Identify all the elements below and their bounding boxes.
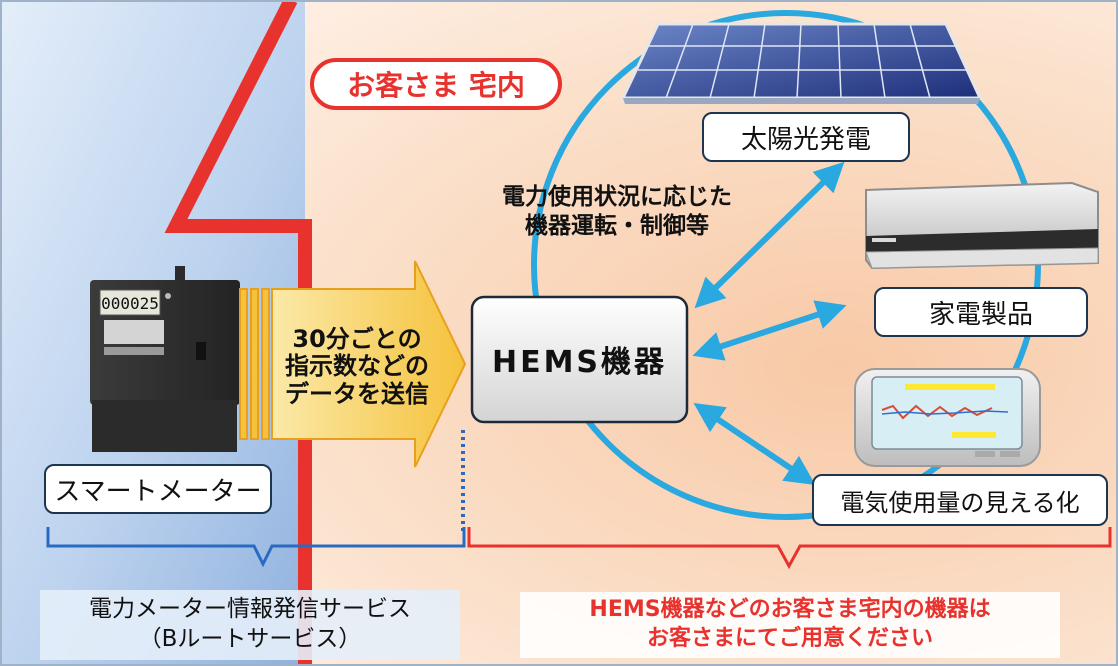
appliance-link-arrow: [692, 300, 847, 361]
visualization-link-arrow: [693, 402, 816, 486]
appliances-label: 家電製品: [874, 287, 1088, 337]
house-outline: [164, 0, 312, 666]
hems-device-box: [470, 295, 689, 424]
right-bracket: [467, 527, 1112, 570]
smart-meter-label: スマートメーター: [44, 464, 272, 514]
hems-connection-arrows: [692, 161, 847, 486]
solar-link-arrow: [694, 161, 845, 309]
meter-display-digits: 000025: [101, 294, 159, 313]
smart-meter-icon: 000025: [90, 266, 240, 452]
b-route-service-label: 電力メーター情報発信サービス （Bルートサービス）: [40, 590, 460, 660]
left-bracket: [46, 527, 466, 568]
solar-label: 太陽光発電: [702, 112, 910, 162]
control-caption: 電力使用状況に応じた 機器運転・制御等: [502, 184, 732, 239]
customer-provides-note: HEMS機器などのお客さま宅内の機器は お客さまにてご用意ください: [520, 592, 1060, 658]
visualization-label: 電気使用量の見える化: [812, 474, 1108, 526]
energy-monitor-icon: [854, 368, 1041, 467]
hems-label: HEMS機器: [491, 345, 668, 380]
data-transfer-arrow: [239, 260, 467, 468]
home-badge: お客さま 宅内: [310, 58, 562, 110]
solar-panel-icon: [620, 22, 983, 104]
air-conditioner-icon: [865, 181, 1099, 270]
data-send-caption: 30分ごとの 指示数などの データを送信: [285, 324, 429, 408]
